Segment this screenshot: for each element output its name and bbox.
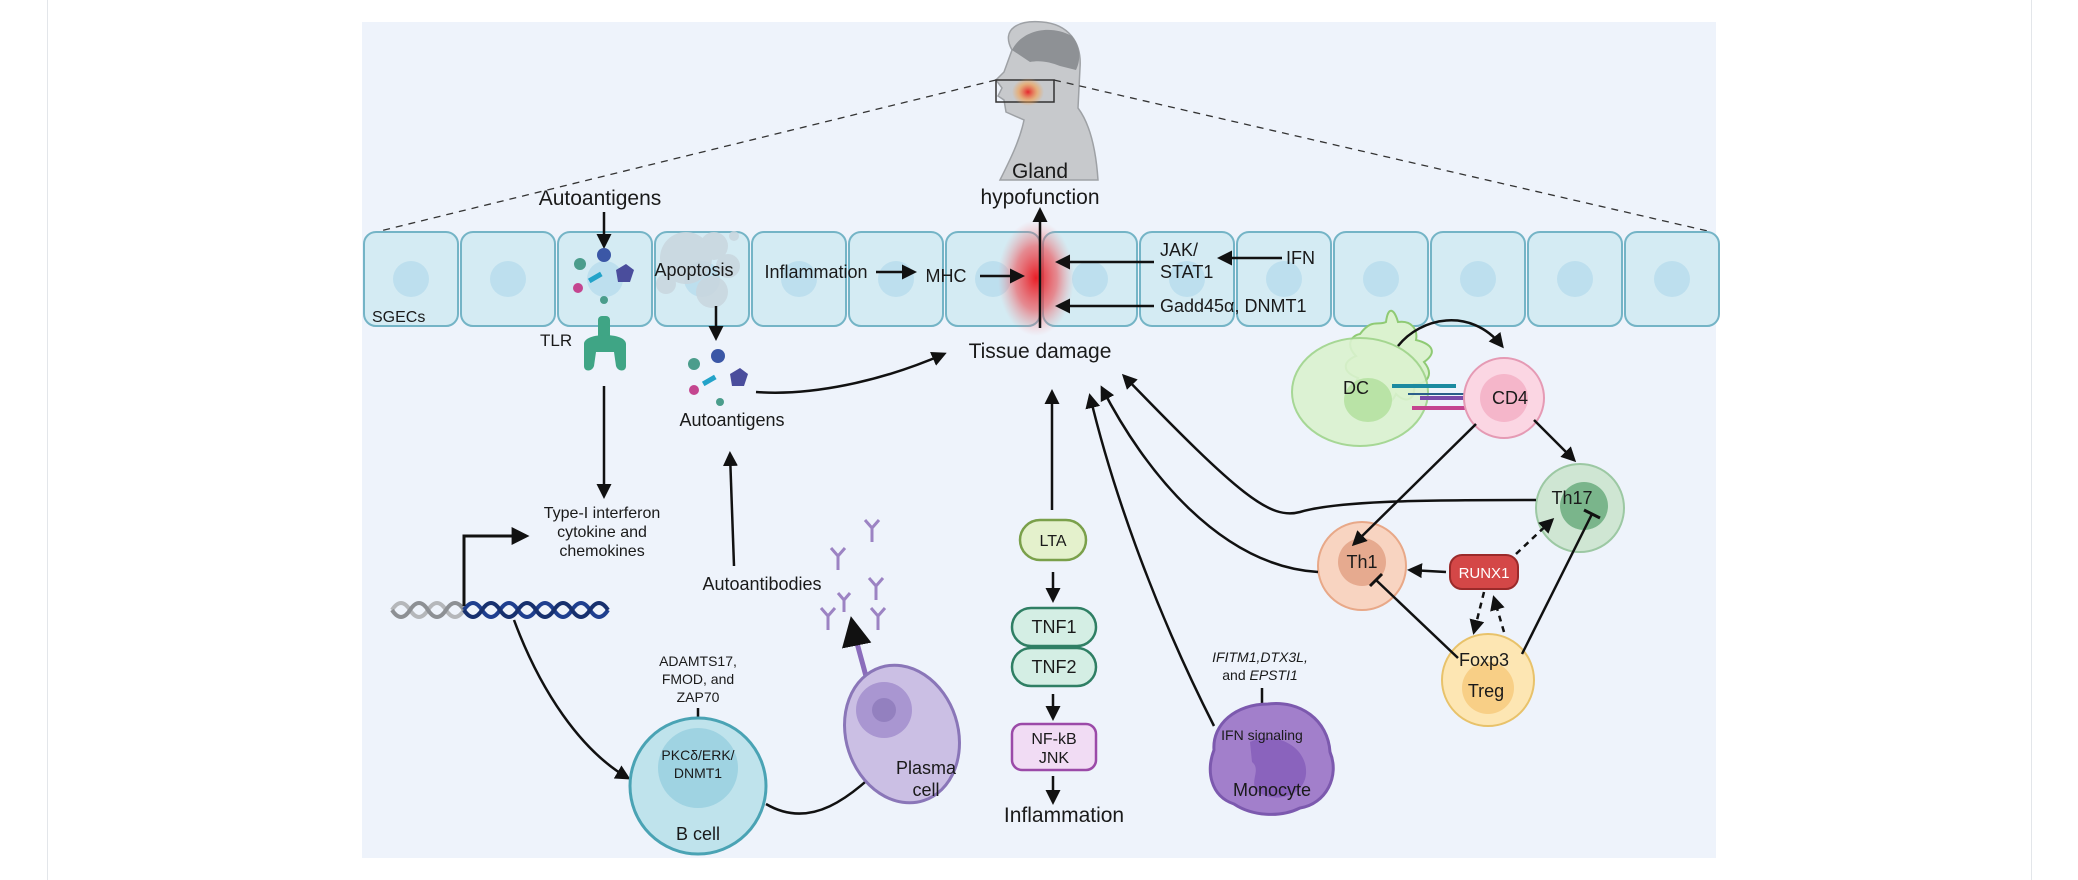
arrow-epithelium-cd4 (1397, 319, 1504, 349)
arrow-cd4-th1 (1351, 423, 1477, 547)
antibody-icon (819, 519, 887, 630)
tissue-damage-label: Tissue damage (969, 340, 1112, 363)
arrow-dna-bcell (512, 619, 631, 780)
arrow-th17-damage (1121, 373, 1537, 515)
tnf1-label: TNF1 (1032, 617, 1077, 637)
gadd-label: Gadd45α, DNMT1 (1160, 296, 1306, 316)
autoantigens-mid-label: Autoantigens (679, 410, 784, 430)
inflammation-inner-label: Inflammation (764, 262, 867, 282)
monocyte-nucleus (1250, 737, 1307, 798)
jnk-label: JNK (1039, 750, 1070, 767)
ifn-label: IFN (1286, 248, 1315, 268)
perspective-line-right (1053, 79, 1713, 233)
pkc-line2: DNMT1 (674, 765, 722, 781)
monocyte-label: Monocyte (1233, 780, 1311, 800)
adam-line2: FMOD, and (662, 671, 734, 687)
plasma-cell (843, 663, 961, 805)
tissue-damage-glow (998, 220, 1074, 336)
perspective-line-left (375, 79, 997, 233)
arrow-transcription (462, 527, 530, 606)
tnf2-box (1010, 646, 1098, 688)
cd4-label: CD4 (1492, 388, 1528, 408)
arrow-foxp3-runx1 (1490, 595, 1506, 633)
dna-icon (390, 601, 610, 619)
plasma-line2: cell (912, 780, 939, 800)
lta-label: LTA (1040, 533, 1067, 550)
nfkb-box (1010, 722, 1098, 772)
autoantigens-top-label: Autoantigens (539, 187, 662, 210)
type1-line3: chemokines (559, 543, 644, 560)
epithelial-nucleus (587, 261, 623, 297)
stat1-label: STAT1 (1160, 262, 1213, 282)
sgecs-label: SGECs (372, 309, 425, 326)
mhc-label: MHC (926, 266, 967, 286)
arrow-autoantibodies-up (722, 451, 738, 567)
epithelial-nucleus (1072, 261, 1108, 297)
tnf1-box (1010, 606, 1098, 648)
th1-label: Th1 (1346, 552, 1377, 572)
dc-nucleus (1344, 378, 1392, 422)
ifn-signaling-label: IFN signaling (1221, 727, 1303, 743)
b-cell (628, 716, 768, 856)
arrow-runx1-foxp3 (1469, 591, 1486, 635)
antigen-cluster-icon (688, 349, 748, 406)
adam-line1: ADAMTS17, (659, 653, 737, 669)
type1-line2: cytokine and (557, 524, 647, 541)
type1-line1: Type-I interferon (544, 505, 661, 522)
arrow-th1-damage (1100, 385, 1319, 574)
pkc-line1: PKCδ/ERK/ (661, 747, 734, 763)
runx1-label: RUNX1 (1459, 565, 1510, 582)
epithelial-nucleus (1654, 261, 1690, 297)
foxp3-label: Foxp3 (1459, 650, 1509, 670)
arrow-monocyte-damage (1085, 393, 1216, 727)
epithelial-nucleus (1460, 261, 1496, 297)
apoptosis-blob (656, 231, 740, 308)
gland-label: Gland (1012, 160, 1068, 183)
runx1-box (1449, 554, 1519, 590)
epithelial-nucleus (1169, 261, 1205, 297)
hypofunction-label: hypofunction (980, 186, 1099, 209)
treg-inhibits-th1 (1375, 579, 1459, 659)
tnf2-label: TNF2 (1032, 657, 1077, 677)
epithelial-nucleus (393, 261, 429, 297)
arrow-antigens-to-damage (755, 351, 947, 394)
adam-line3: ZAP70 (677, 689, 720, 705)
arrow-cd4-th17 (1533, 419, 1577, 463)
autoantibodies-label: Autoantibodies (702, 574, 821, 594)
apoptosis-label: Apoptosis (654, 260, 733, 280)
bcell-label: B cell (676, 824, 720, 844)
arrow-runx1-th17 (1515, 517, 1555, 555)
jak-label: JAK/ (1160, 240, 1198, 260)
receptor-complex (1392, 384, 1470, 410)
tlr-receptor-icon (584, 316, 626, 371)
plasma-line1: Plasma (896, 758, 957, 778)
dc-label: DC (1343, 378, 1369, 398)
epithelial-nucleus (490, 261, 526, 297)
th17-label: Th17 (1551, 488, 1592, 508)
treg-inhibits-th17 (1520, 513, 1594, 655)
antigen-cluster-icon (573, 248, 634, 304)
lta-box (1018, 518, 1088, 562)
epithelial-nucleus (1557, 261, 1593, 297)
nfkb-label: NF-kB (1031, 731, 1076, 748)
ifitm-line2: and EPSTI1 (1222, 667, 1298, 683)
epithelial-nucleus (1266, 261, 1302, 297)
head-icon (995, 20, 1099, 181)
epithelial-nucleus (781, 261, 817, 297)
frame-left-line (47, 0, 48, 880)
treg-label: Treg (1468, 681, 1504, 701)
frame-right-line (2031, 0, 2032, 880)
inflammation-bottom-label: Inflammation (1004, 804, 1124, 827)
arrow-runx1-th1 (1407, 563, 1447, 579)
ifitm-line1: IFITM1,DTX3L, (1212, 649, 1308, 665)
epithelial-nucleus (878, 261, 914, 297)
epithelial-nucleus (1363, 261, 1399, 297)
tlr-label: TLR (540, 331, 572, 350)
